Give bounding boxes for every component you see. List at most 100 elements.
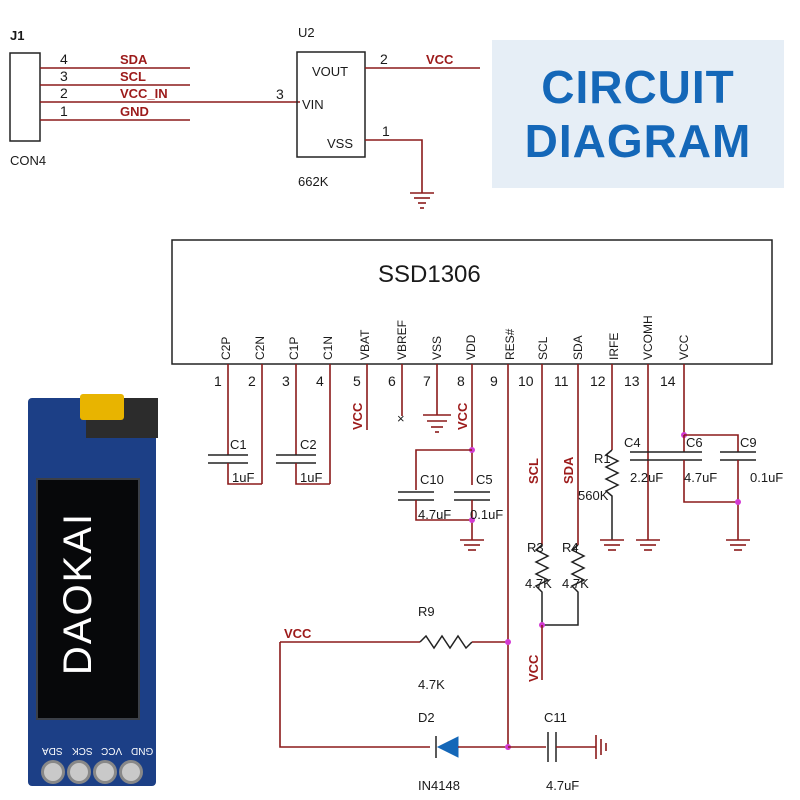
j1-pin-num: 4 xyxy=(60,51,68,67)
u2-pin-vin: 3 xyxy=(276,86,284,102)
c6-wire xyxy=(683,460,738,503)
resistor-r9 xyxy=(419,634,473,650)
module-pin-label: GND xyxy=(131,745,154,756)
ic-pin-num: 14 xyxy=(660,373,676,389)
title-line-1: CIRCUIT xyxy=(541,61,735,113)
c11-value: 4.7uF xyxy=(546,778,579,793)
scl-net: SCL xyxy=(526,458,541,484)
vdd-wire xyxy=(415,449,472,490)
cap-c1 xyxy=(208,454,262,485)
r9-value: 4.7K xyxy=(418,677,445,692)
c9-ref: C9 xyxy=(740,435,757,450)
ic-pin-num: 9 xyxy=(490,373,498,389)
ic-pin-num: 10 xyxy=(518,373,534,389)
resistor-r4 xyxy=(542,544,586,626)
ic-pin-num: 12 xyxy=(590,373,606,389)
fpc-tape xyxy=(80,394,124,420)
ground-symbol xyxy=(726,539,750,551)
u2-vss-label: VSS xyxy=(327,136,353,151)
ic-pin-name: RES# xyxy=(503,328,517,360)
ground-symbol xyxy=(636,539,660,551)
ground-symbol xyxy=(460,539,484,551)
module-pin-label: SDA xyxy=(42,745,63,756)
ic-pin-name: VBAT xyxy=(358,329,372,360)
c5-ref: C5 xyxy=(476,472,493,487)
r3-value: 4.7K xyxy=(525,576,552,591)
j1-net-label: SDA xyxy=(120,52,148,67)
ic-pin-name: VSS xyxy=(430,336,444,360)
brand-text: DAOKAI xyxy=(56,511,101,675)
cap-c10 xyxy=(398,491,434,501)
j1-pin-num: 2 xyxy=(60,85,68,101)
u2-vout-label: VOUT xyxy=(312,64,348,79)
u2-out-net: VCC xyxy=(426,52,454,67)
j1-body xyxy=(9,52,41,142)
ic-pin-name: C1P xyxy=(287,337,301,360)
j1-pin-num: 1 xyxy=(60,103,68,119)
oled-module-photo: DAOKAI SDA SCK VCC GND xyxy=(28,394,158,786)
ic-pin-num: 6 xyxy=(388,373,396,389)
pad xyxy=(119,760,143,784)
c2-ref: C2 xyxy=(300,437,317,452)
resistor-r1 xyxy=(604,449,620,540)
cap-c9 xyxy=(720,451,756,461)
j1-name: CON4 xyxy=(10,153,46,168)
pad xyxy=(93,760,117,784)
ic-pin-num: 4 xyxy=(316,373,324,389)
cap-c2 xyxy=(276,454,330,485)
cap-c6 xyxy=(666,451,702,461)
u2-vin-label: VIN xyxy=(302,97,324,112)
ic-pin-names: C2P C2N C1P C1N VBAT VBREF VSS VDD RES# … xyxy=(219,315,691,360)
ic-name: SSD1306 xyxy=(378,261,481,288)
ic-pin-num: 7 xyxy=(423,373,431,389)
ic-pin-num: 13 xyxy=(624,373,640,389)
sda-net: SDA xyxy=(561,456,576,484)
ground-symbol xyxy=(595,735,607,759)
reset-vcc-net: VCC xyxy=(284,626,312,641)
ic-pin-name: SDA xyxy=(571,335,585,360)
no-connect-icon: × xyxy=(397,411,405,426)
j1-pin-num: 3 xyxy=(60,68,68,84)
u2-pin-vout: 2 xyxy=(380,51,388,67)
title-line-2: DIAGRAM xyxy=(524,115,752,167)
cap-c4 xyxy=(630,451,666,461)
j1-net-label: GND xyxy=(120,104,149,119)
ic-pin-name: C2N xyxy=(253,336,267,360)
j1-ref: J1 xyxy=(10,28,24,43)
r1-ref: R1 xyxy=(594,451,611,466)
ic-pin-name: C1N xyxy=(321,336,335,360)
c2-value: 1uF xyxy=(300,470,322,485)
ic-pin-name: VCOMH xyxy=(641,315,655,360)
ground-symbol xyxy=(600,539,624,551)
u2-body xyxy=(296,51,366,158)
junction xyxy=(735,499,741,505)
ic-pin-name: C2P xyxy=(219,337,233,360)
junction xyxy=(505,639,511,645)
j1-pins: 4 3 2 1 SDA SCL VCC_IN GND xyxy=(40,51,300,121)
c4-value: 2.2uF xyxy=(630,470,663,485)
u2-pin-vss: 1 xyxy=(382,123,390,139)
c10-ref: C10 xyxy=(420,472,444,487)
ic-pin-name: VDD xyxy=(464,334,478,360)
junction xyxy=(469,517,475,523)
vcc-wire xyxy=(684,434,739,452)
ic-pin-wires xyxy=(227,364,685,747)
u2-vss-wire xyxy=(365,139,423,193)
ic-pin-num: 5 xyxy=(353,373,361,389)
ground-symbol xyxy=(410,192,434,209)
diode-wire xyxy=(279,642,430,748)
c5-value: 0.1uF xyxy=(470,507,503,522)
c10-wire xyxy=(415,500,472,521)
c4-ref: C4 xyxy=(624,435,641,450)
ic-pin-num: 2 xyxy=(248,373,256,389)
ic-pin-name: VBREF xyxy=(395,320,409,360)
brand-label: DAOKAI xyxy=(34,498,124,688)
d2-ref: D2 xyxy=(418,710,435,725)
c9-value: 0.1uF xyxy=(750,470,783,485)
ic-pin-num: 1 xyxy=(214,373,222,389)
ic-pin-numbers: 1 2 3 4 5 6 7 8 9 10 11 12 13 14 xyxy=(214,373,676,389)
module-pin-label: VCC xyxy=(101,745,123,756)
cap-c11 xyxy=(547,732,557,762)
c11-ref: C11 xyxy=(544,710,567,725)
